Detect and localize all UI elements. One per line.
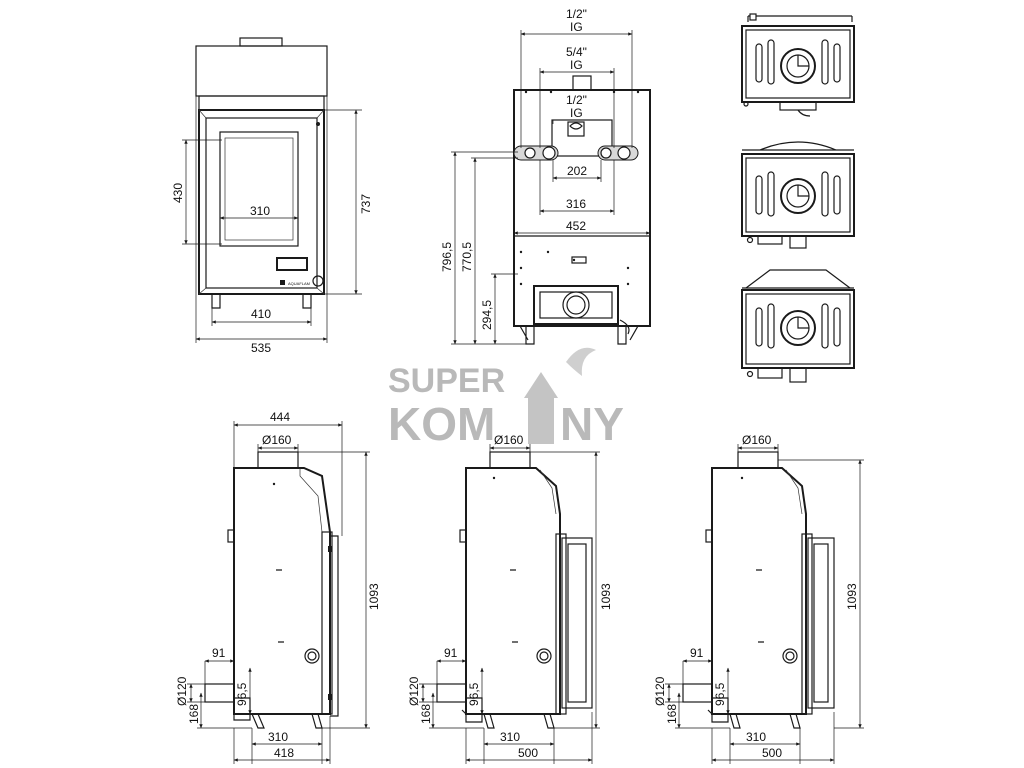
dim-inlet-dist: 91 — [212, 646, 226, 660]
conn-top-size: 1/2" — [566, 7, 587, 21]
dim-glass-width: 310 — [250, 204, 270, 218]
side-view-3: Ø160 1093 91 Ø120 96,5 168 310 500 — [653, 433, 864, 764]
rear-view: 1/2" IG 5/4" IG 1/2" IG 202 316 452 796,… — [440, 7, 651, 345]
watermark-kom: KOM — [388, 398, 495, 450]
dim-inlet-height: 96,5 — [713, 682, 727, 706]
dim-flue: Ø160 — [262, 433, 292, 447]
dim-inlet-diam: Ø120 — [175, 676, 189, 706]
conn-top-thread: IG — [570, 20, 583, 34]
dim-height: 1093 — [845, 583, 859, 610]
dim-width-410: 410 — [251, 307, 271, 321]
dim-depth: 418 — [274, 746, 294, 760]
chimney-logo-icon — [524, 347, 596, 444]
dim-flue: Ø160 — [494, 433, 524, 447]
side-view-2: Ø160 1093 91 Ø120 96,5 168 310 500 — [407, 433, 613, 764]
watermark-super: SUPER — [388, 362, 505, 400]
dim-height: 1093 — [367, 583, 381, 610]
dim-452: 452 — [566, 219, 586, 233]
conn-mid-thread: IG — [570, 58, 583, 72]
dim-glass-height: 430 — [171, 183, 185, 203]
dim-width-535: 535 — [251, 341, 271, 355]
dim-316: 316 — [566, 197, 586, 211]
watermark-ny: NY — [560, 398, 624, 450]
top-view-1 — [741, 13, 855, 117]
watermark: SUPER KOM NY — [388, 347, 624, 450]
dim-feet: 310 — [500, 730, 520, 744]
conn-right-icon — [597, 145, 639, 161]
conn-low-thread: IG — [570, 106, 583, 120]
dim-base-height: 168 — [665, 704, 679, 724]
dim-feet: 310 — [746, 730, 766, 744]
dim-height: 1093 — [599, 583, 613, 610]
conn-mid-size: 5/4" — [566, 45, 587, 59]
dim-inlet-dist: 91 — [444, 646, 458, 660]
top-views — [741, 13, 855, 383]
dim-202: 202 — [567, 164, 587, 178]
dim-inlet-diam: Ø120 — [407, 676, 421, 706]
conn-left-icon — [513, 145, 559, 161]
dim-inlet-dist: 91 — [690, 646, 704, 660]
top-view-3 — [741, 269, 855, 383]
dim-depth: 500 — [762, 746, 782, 760]
top-view-2 — [741, 141, 855, 249]
brand-label: AQUAFLAM — [288, 281, 310, 286]
dim-height-737: 737 — [359, 194, 373, 214]
dim-770-5: 770,5 — [460, 242, 474, 272]
dim-feet: 310 — [268, 730, 288, 744]
dim-top-width: 444 — [270, 410, 290, 424]
dim-796-5: 796,5 — [440, 242, 454, 272]
conn-low-size: 1/2" — [566, 93, 587, 107]
front-view: AQUAFLAM 310 410 535 430 737 — [171, 37, 373, 355]
dim-flue: Ø160 — [742, 433, 772, 447]
dim-base-height: 168 — [419, 704, 433, 724]
dim-inlet-height: 96,5 — [235, 682, 249, 706]
dim-inlet-diam: Ø120 — [653, 676, 667, 706]
dim-294-5: 294,5 — [480, 300, 494, 330]
dim-inlet-height: 96,5 — [467, 682, 481, 706]
dim-base-height: 168 — [187, 704, 201, 724]
side-view-1: 444 Ø160 1093 91 Ø120 96,5 168 310 418 — [175, 410, 381, 764]
dim-depth: 500 — [518, 746, 538, 760]
